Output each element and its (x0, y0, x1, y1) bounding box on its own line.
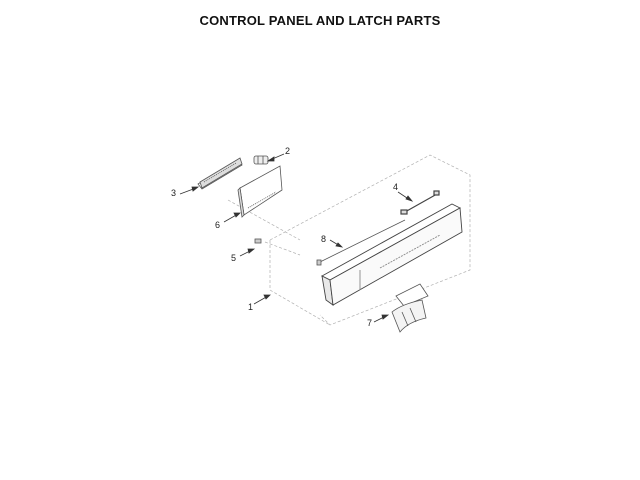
callout-2: 2 (285, 146, 291, 156)
part-6-control-board (237, 165, 283, 218)
page-title: CONTROL PANEL AND LATCH PARTS (199, 13, 441, 28)
part-5-screw (254, 238, 262, 244)
callout-6: 6 (215, 220, 221, 230)
part-8-strip (316, 219, 406, 266)
callout-7: 7 (367, 318, 373, 328)
callout-4: 4 (393, 182, 399, 192)
callout-5: 5 (231, 253, 237, 263)
part-7-latch (391, 283, 429, 333)
callout-8: 8 (321, 234, 327, 244)
callout-1: 1 (248, 302, 254, 312)
callout-3: 3 (171, 188, 177, 198)
part-1-console-panel (321, 203, 463, 306)
part-4-wire-harness (400, 190, 440, 215)
assembly-outline (227, 154, 471, 326)
part-2-clip (253, 155, 269, 165)
leader-lines (179, 153, 414, 323)
part-3-user-interface-board (197, 157, 243, 190)
